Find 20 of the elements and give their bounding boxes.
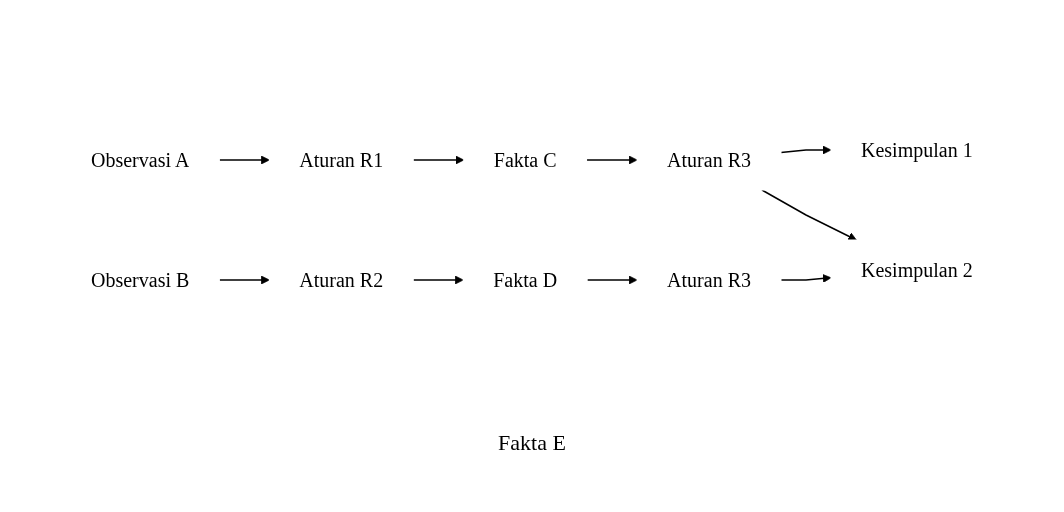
node-text: Aturan R2 (299, 269, 384, 291)
arrow (586, 155, 638, 165)
arrow (780, 274, 832, 283)
arrow (780, 145, 832, 155)
arrow (761, 189, 857, 241)
node-text: Observasi B (91, 269, 190, 291)
arrow (218, 275, 270, 285)
node-text: Kesimpulan 1 (861, 139, 973, 161)
text-label: Fakta E (498, 430, 566, 456)
node-text: Kesimpulan 2 (861, 259, 973, 281)
arrow (412, 155, 465, 165)
node-text: Aturan R3 (667, 269, 752, 291)
node-text: Aturan R3 (667, 149, 752, 171)
arrow (412, 275, 464, 285)
node-text: Aturan R1 (299, 149, 384, 171)
node-text: Observasi A (91, 149, 190, 171)
node-text: Fakta C (493, 149, 557, 171)
node-text: Fakta D (493, 269, 558, 291)
arrow (586, 275, 638, 285)
arrow (218, 155, 270, 165)
